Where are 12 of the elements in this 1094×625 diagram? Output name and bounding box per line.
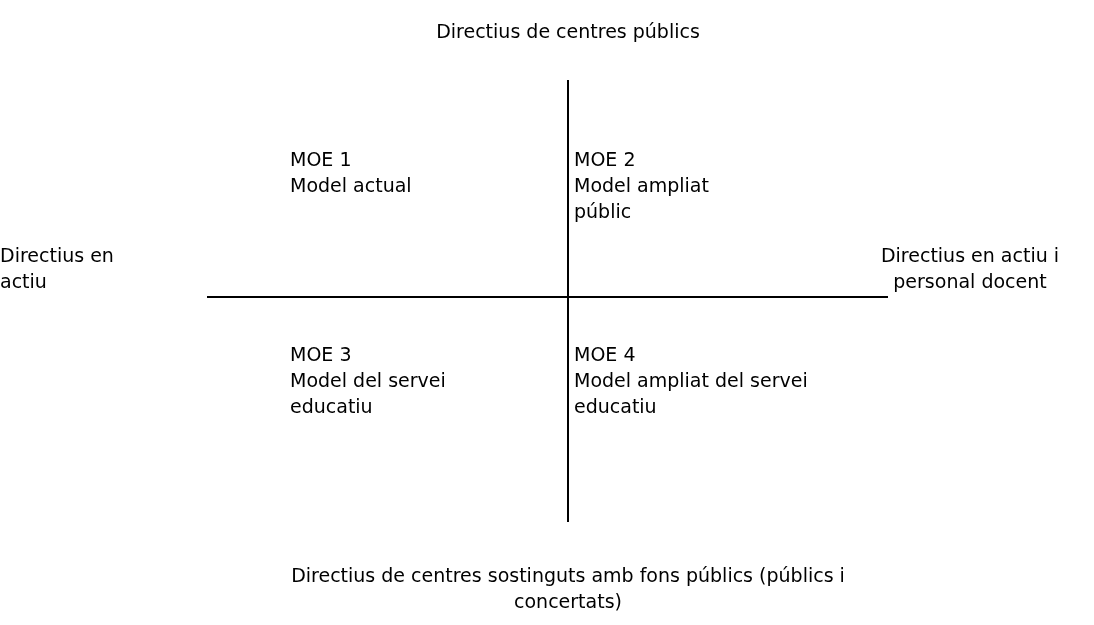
axis-title: Directius de centres sostinguts amb fons públics (públics i concertats)	[290, 563, 846, 614]
axis-title: Directius en actiu i personal docent	[879, 243, 1061, 294]
quadrant-text: Model ampliat del servei educatiu	[574, 368, 809, 419]
quadrant-text: Model del servei educatiu	[290, 368, 447, 419]
quadrant-heading: MOE 1	[290, 147, 353, 172]
quadrant-heading: MOE 2	[574, 147, 637, 172]
quadrant-text: Model actual	[290, 173, 413, 198]
quadrant-heading: MOE 3	[290, 342, 353, 367]
quadrant-text: Model ampliat públic	[574, 173, 710, 224]
axis-title: Directius en actiu	[0, 243, 115, 294]
quadrant-heading: MOE 4	[574, 342, 637, 367]
axis-title: Directius de centres públics	[435, 19, 701, 44]
